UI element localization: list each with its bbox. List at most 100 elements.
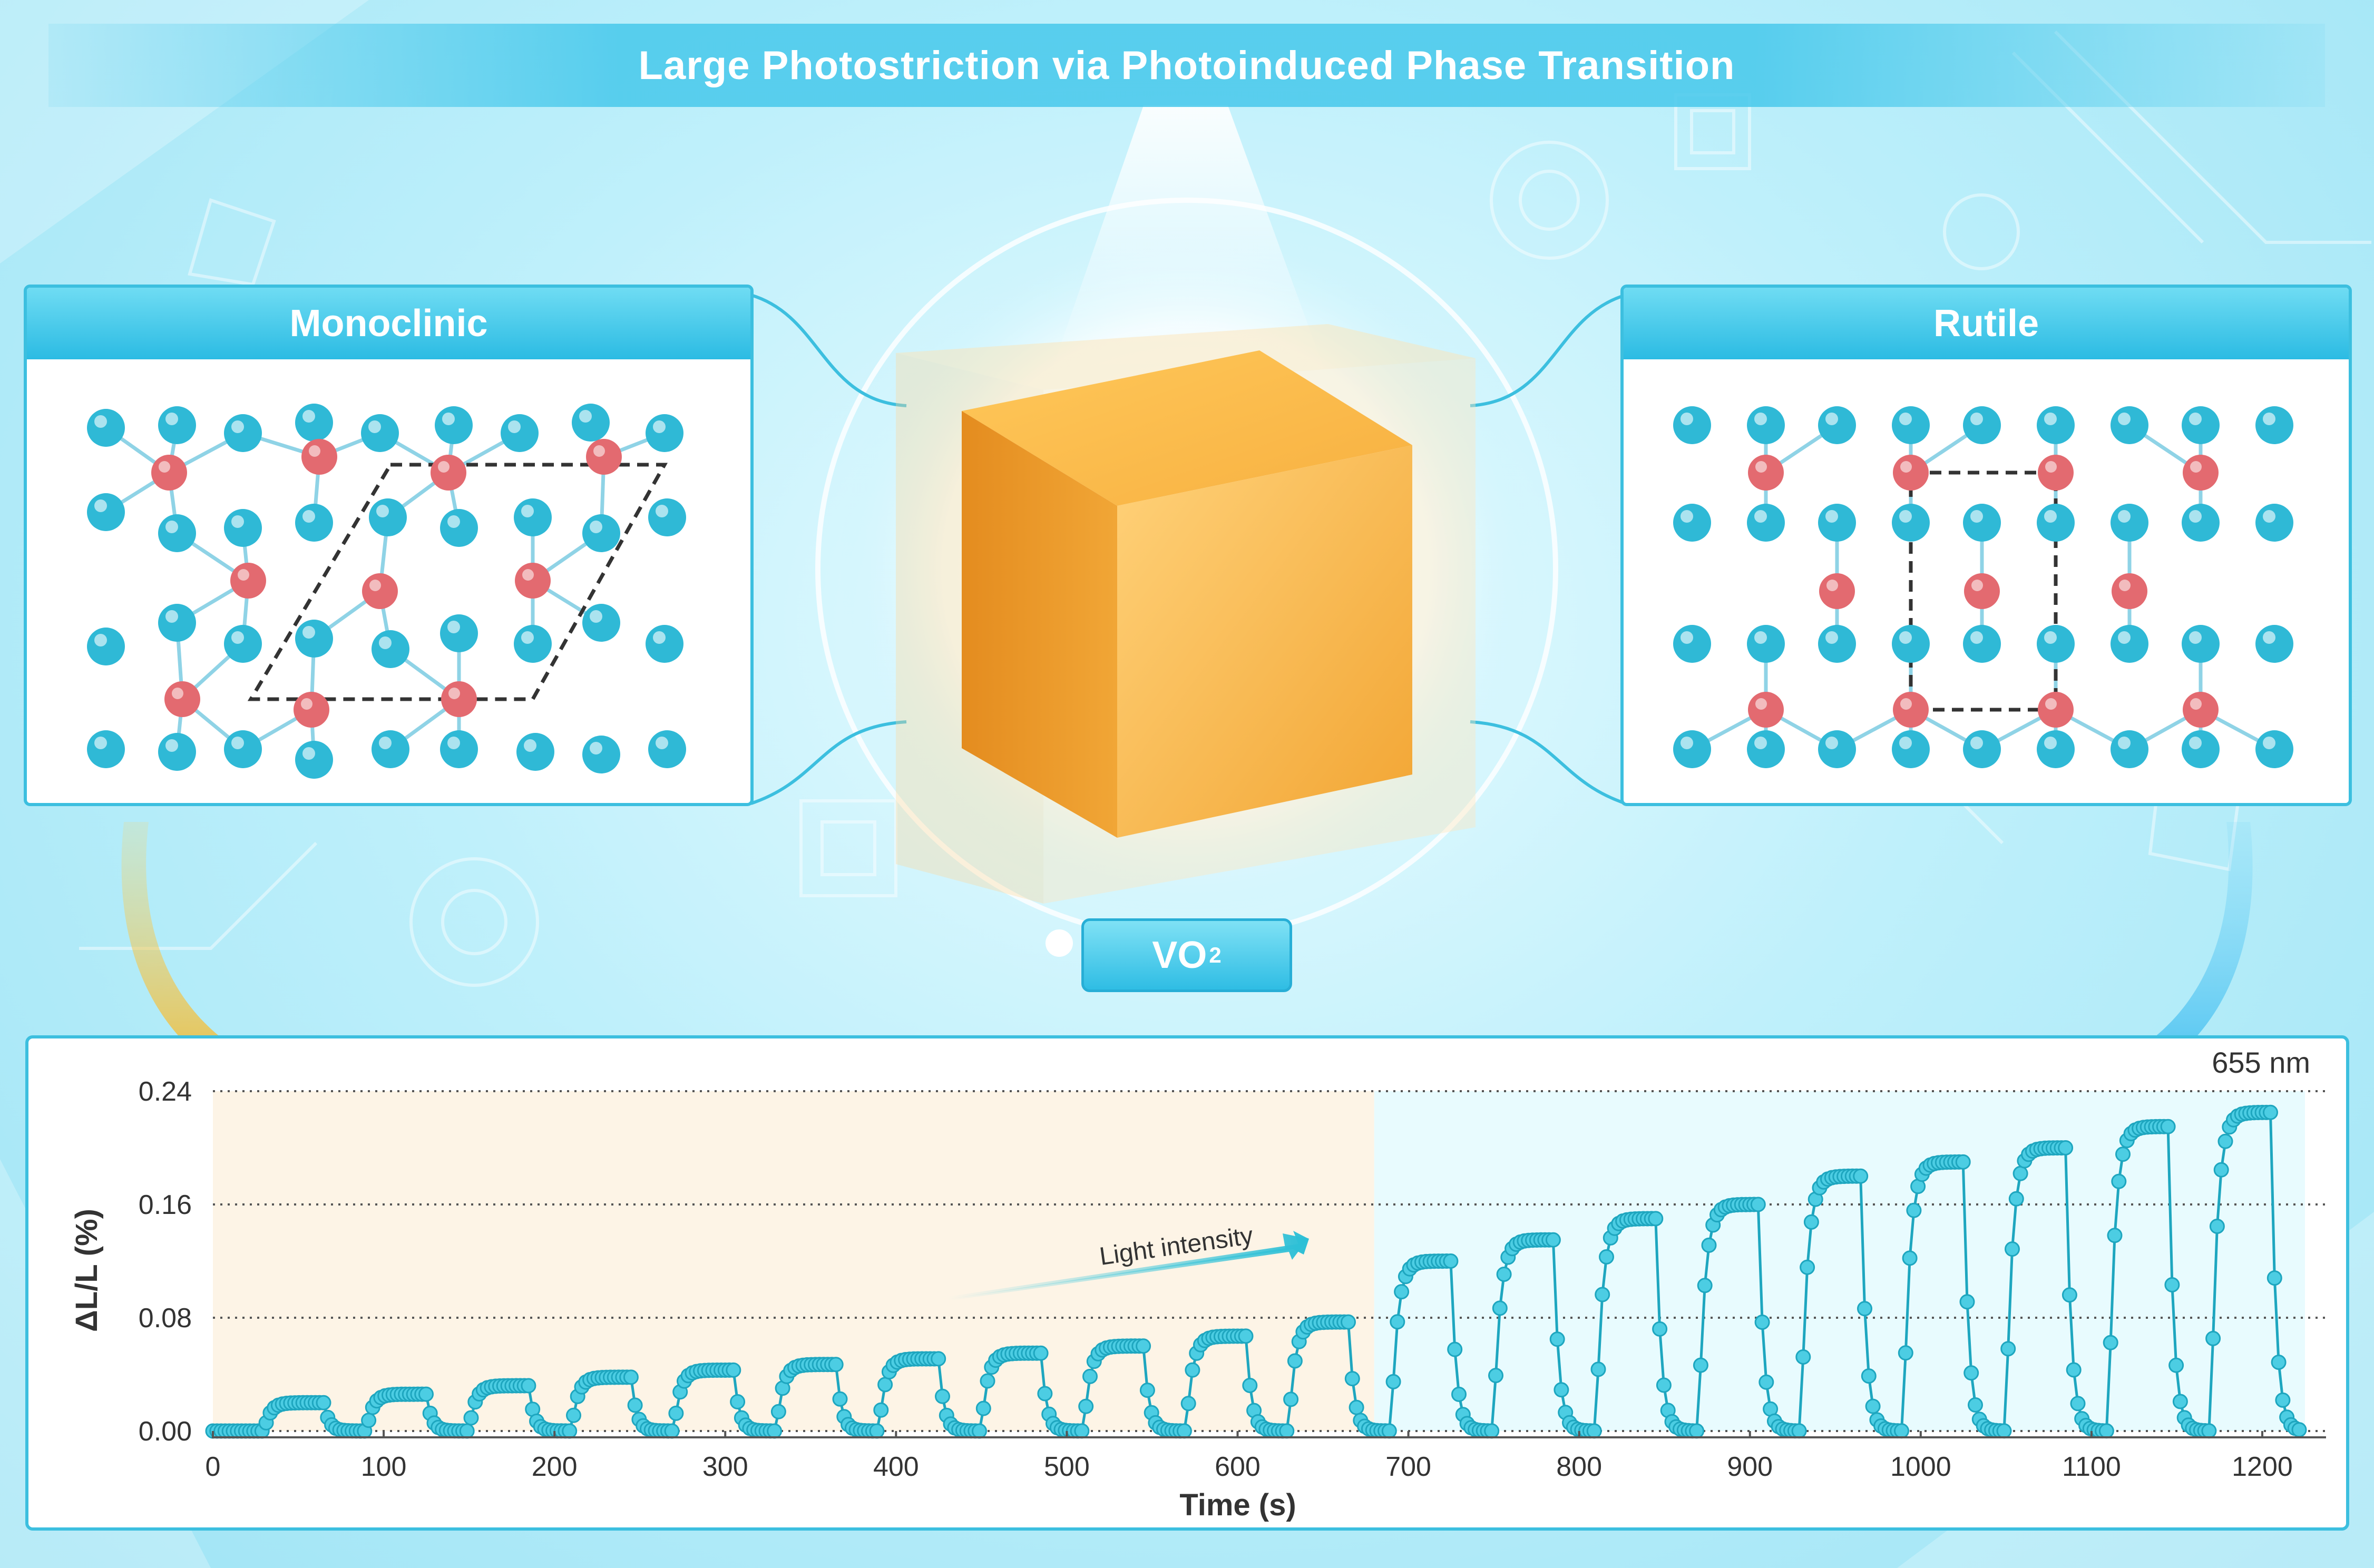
strain-data-point: [2213, 1162, 2229, 1178]
strain-data-point: [1750, 1197, 1766, 1212]
strain-data-point: [1344, 1371, 1360, 1387]
monoclinic-atom-highlight: [302, 410, 315, 423]
strain-data-point: [1074, 1423, 1090, 1439]
strain-data-point: [1185, 1362, 1200, 1378]
monoclinic-oxygen-atom: [582, 514, 620, 552]
strain-data-point: [1754, 1315, 1770, 1330]
strain-data-point: [1595, 1287, 1610, 1302]
rutile-oxygen-atom: [1818, 625, 1856, 663]
monoclinic-atom-highlight: [94, 415, 107, 428]
strain-data-point: [2070, 1396, 2086, 1412]
strain-data-point: [1496, 1267, 1512, 1282]
rutile-oxygen-atom: [2037, 625, 2075, 663]
strain-data-point: [828, 1357, 844, 1373]
y-axis-label: ΔL/L (%): [70, 1209, 104, 1332]
monoclinic-label: Monoclinic: [289, 302, 488, 345]
light-intensity-arrow: [948, 1231, 1309, 1299]
strain-data-point: [2160, 1119, 2176, 1134]
rutile-oxygen-atom: [1892, 730, 1930, 768]
monoclinic-atom-highlight: [656, 505, 668, 517]
strain-data-point: [1861, 1368, 1877, 1384]
rutile-oxygen-atom: [1747, 730, 1785, 768]
monoclinic-atom-highlight: [231, 515, 244, 528]
strain-data-point: [2266, 1270, 2282, 1286]
monoclinic-oxygen-atom: [87, 409, 125, 447]
monoclinic-header: Monoclinic: [27, 288, 750, 359]
rutile-atom-highlight: [1970, 737, 1983, 749]
x-tick-label: 1200: [2232, 1452, 2293, 1482]
monoclinic-panel: Monoclinic: [24, 285, 754, 806]
strain-data-point: [935, 1388, 950, 1404]
strain-data-point: [1902, 1250, 1918, 1266]
rutile-atom-highlight: [1899, 631, 1912, 644]
strain-data-point: [1857, 1301, 1872, 1317]
x-tick-label: 1100: [2062, 1452, 2121, 1482]
rutile-oxygen-atom: [2255, 625, 2293, 663]
strain-data-point: [2107, 1228, 2123, 1243]
monoclinic-atom-highlight: [653, 420, 666, 433]
monoclinic-oxygen-atom: [372, 730, 409, 768]
monoclinic-atom-highlight: [438, 461, 450, 473]
strain-data-point: [767, 1423, 783, 1439]
vo2-label-subscript: 2: [1209, 943, 1222, 967]
monoclinic-atom-highlight: [165, 521, 178, 533]
x-tick-label: 200: [532, 1452, 578, 1482]
strain-data-point: [1791, 1423, 1807, 1439]
monoclinic-oxygen-atom: [224, 730, 262, 768]
rutile-atom-highlight: [2189, 413, 2202, 425]
strain-data-point: [1656, 1377, 1672, 1393]
strain-data-point: [361, 1413, 377, 1428]
monoclinic-oxygen-atom: [295, 741, 333, 779]
rutile-atom-highlight: [1754, 631, 1767, 644]
monoclinic-atom-highlight: [165, 610, 178, 623]
strain-data-point: [1554, 1382, 1569, 1398]
rutile-atom-highlight: [2263, 737, 2275, 749]
rutile-vanadium-atom: [1748, 455, 1784, 491]
monoclinic-atom-highlight: [656, 737, 668, 749]
strain-data-point: [1078, 1398, 1094, 1414]
rutile-atom-highlight: [2190, 698, 2202, 710]
monoclinic-vanadium-atom: [441, 681, 477, 717]
rutile-oxygen-atom: [1818, 406, 1856, 444]
monoclinic-oxygen-atom: [158, 604, 196, 642]
monoclinic-oxygen-atom: [372, 630, 409, 668]
strain-data-point: [1492, 1300, 1508, 1316]
monoclinic-atom-highlight: [376, 505, 389, 517]
monoclinic-vanadium-atom: [515, 563, 551, 599]
strain-data-point: [770, 1404, 786, 1419]
x-tick-label: 700: [1385, 1452, 1431, 1482]
rutile-atom-highlight: [1754, 413, 1767, 425]
monoclinic-atom-highlight: [369, 580, 381, 591]
strain-data-point: [668, 1405, 684, 1421]
strain-data-point: [1349, 1399, 1364, 1415]
monoclinic-atom-highlight: [172, 688, 183, 699]
strain-data-point: [2066, 1362, 2082, 1378]
strain-data-point: [623, 1369, 639, 1385]
rutile-oxygen-atom: [2111, 406, 2148, 444]
rutile-atom-highlight: [1681, 510, 1693, 523]
strain-data-point: [1697, 1278, 1713, 1293]
strain-data-point: [1242, 1378, 1258, 1393]
rutile-atom-highlight: [1970, 413, 1983, 425]
strain-data-point: [980, 1373, 995, 1389]
strain-data-point: [1758, 1374, 1774, 1390]
monoclinic-oxygen-atom: [158, 514, 196, 552]
monoclinic-oxygen-atom: [435, 406, 473, 444]
monoclinic-atom-highlight: [653, 631, 666, 644]
strain-data-point: [2205, 1330, 2221, 1346]
rutile-oxygen-atom: [1963, 730, 2001, 768]
strain-data-point: [2201, 1423, 2217, 1439]
x-tick-label: 800: [1556, 1452, 1602, 1482]
strain-data-point: [2172, 1394, 2188, 1409]
rutile-atom-highlight: [2189, 631, 2202, 644]
rutile-oxygen-atom: [1892, 504, 1930, 542]
rutile-atom-highlight: [1825, 413, 1838, 425]
strain-data-point: [1803, 1214, 1819, 1230]
rutile-vanadium-atom: [1893, 692, 1929, 728]
rutile-atom-highlight: [1899, 413, 1912, 425]
rutile-atom-highlight: [1681, 737, 1693, 749]
monoclinic-atom-highlight: [302, 510, 315, 523]
